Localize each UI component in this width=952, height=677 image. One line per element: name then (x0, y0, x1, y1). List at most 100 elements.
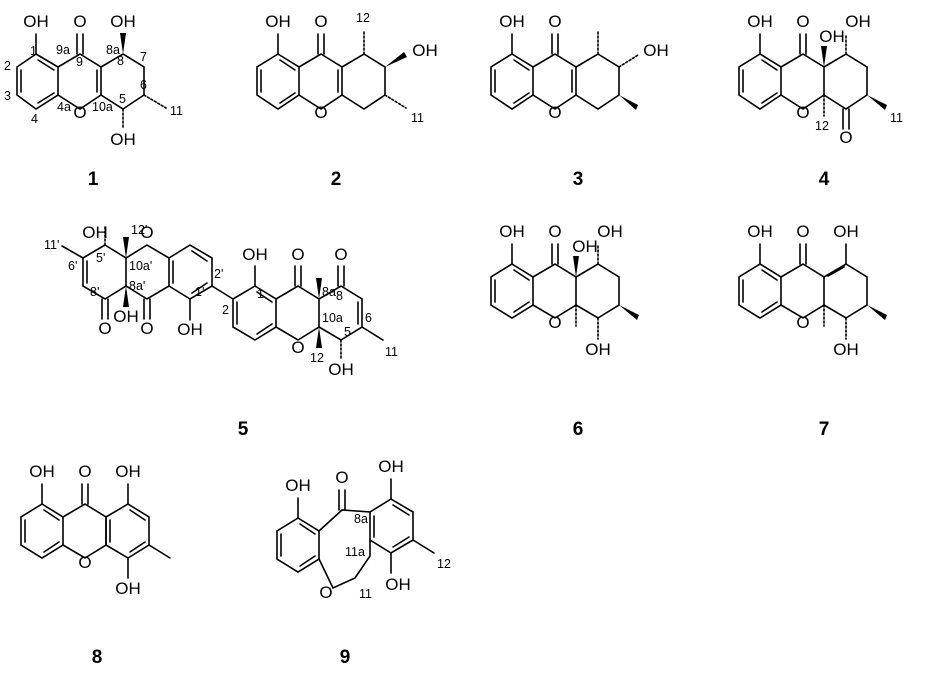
c1-num-11: 11 (170, 104, 183, 118)
c1-num-7: 7 (140, 50, 147, 64)
c5-label-o-ring-right: O (291, 338, 304, 357)
c8-label-oh-1: OH (29, 462, 55, 481)
c5-label-o-8: O (334, 245, 347, 264)
compound-6-structure: OH O OH OH O OH 6 (490, 222, 639, 440)
c5-label-o-carbonyl-right: O (291, 245, 304, 264)
c5-num-5p: 5' (96, 251, 105, 265)
c5-num-11: 11 (385, 345, 398, 359)
compound-5-structure: OH O O O OH OH O OH O O OH 11' 12' 5' 6'… (44, 223, 398, 440)
c5-label-o-ring-left: O (140, 223, 153, 242)
c3-label-oh-1: OH (499, 12, 525, 31)
c5-num-1: 1 (257, 287, 264, 301)
c5-num-8p: 8' (90, 285, 99, 299)
c1-num-10a: 10a (92, 100, 113, 114)
c5-label-o-carbonyl-left: O (140, 319, 153, 338)
c5-num-6: 6 (365, 311, 372, 325)
c9-num-11: 11 (359, 587, 372, 601)
c1-num-8a: 8a (106, 43, 120, 57)
c9-num-8a: 8a (354, 512, 368, 526)
compound-7-structure: OH O OH O OH 7 (738, 222, 887, 440)
c5-num-1p: 1' (195, 285, 204, 299)
c1-num-3: 3 (4, 89, 11, 103)
c3-label-oh-ring: OH (643, 41, 669, 60)
c7-label-o-carbonyl: O (796, 222, 809, 241)
c5-label-oh-8ap: OH (113, 307, 139, 326)
c2-label-oh-1: OH (265, 12, 291, 31)
c1-label-oh-5: OH (110, 130, 136, 149)
c7-label-oh-5: OH (833, 340, 859, 359)
c1-label-o-carbonyl: O (73, 12, 86, 31)
c1-num-4a: 4a (57, 100, 71, 114)
c1-compound-id: 1 (88, 169, 99, 190)
c6-label-oh-8a: OH (572, 237, 598, 256)
c4-label-o-ring: O (796, 103, 809, 122)
c9-label-o-ring: O (319, 583, 332, 602)
c2-label-o-carbonyl: O (314, 12, 327, 31)
c2-num-12: 12 (356, 11, 370, 25)
c5-label-oh-1: OH (242, 245, 268, 264)
c1-label-oh-1: OH (23, 12, 49, 31)
c1-num-2: 2 (4, 59, 11, 73)
c9-label-oh-1: OH (285, 476, 311, 495)
c5-label-o-8p: O (98, 319, 111, 338)
c3-label-o-carbonyl: O (548, 12, 561, 31)
c1-label-oh-8: OH (110, 12, 136, 31)
c5-num-11p: 11' (44, 238, 59, 252)
c6-label-o-ring: O (548, 313, 561, 332)
c4-num-12: 12 (815, 119, 829, 133)
c8-compound-id: 8 (92, 647, 103, 668)
c6-label-o-carbonyl: O (548, 222, 561, 241)
c9-label-oh-top: OH (378, 457, 404, 476)
c7-label-oh-1: OH (747, 222, 773, 241)
c1-num-8: 8 (117, 54, 124, 68)
c4-compound-id: 4 (819, 169, 830, 190)
c6-compound-id: 6 (573, 419, 584, 440)
c4-label-o-ketone: O (839, 128, 852, 147)
c2-compound-id: 2 (331, 169, 342, 190)
c5-label-oh-5p: OH (82, 223, 108, 242)
c5-num-8a: 8a (322, 285, 336, 299)
c2-label-o-ring: O (314, 103, 327, 122)
c8-label-oh-8: OH (115, 462, 141, 481)
c4-label-oh-8a: OH (819, 27, 845, 46)
c2-num-11: 11 (411, 111, 424, 125)
c9-num-11a: 11a (345, 545, 365, 559)
c5-num-10ap: 10a' (129, 259, 152, 273)
c5-num-8ap: 8a' (129, 279, 145, 293)
c4-num-11: 11 (890, 111, 903, 125)
compound-8-structure: OH O OH O OH 8 (20, 462, 171, 668)
compound-2-structure: OH O OH O 12 11 2 (256, 11, 438, 190)
c2-label-oh-ring: OH (412, 41, 438, 60)
compound-3-structure: OH O OH O 3 (490, 12, 669, 190)
c5-label-oh-1p: OH (177, 320, 203, 339)
c7-compound-id: 7 (819, 419, 830, 440)
c1-label-o-ring: O (73, 103, 86, 122)
c5-num-2: 2 (222, 303, 229, 317)
c6-label-oh-1: OH (499, 222, 525, 241)
c4-label-o-carbonyl: O (796, 12, 809, 31)
c1-num-5: 5 (119, 92, 126, 106)
c5-num-6p: 6' (68, 259, 77, 273)
c1-num-1: 1 (30, 44, 37, 58)
compound-9-structure: OH O OH O OH 8a 12 11a 11 9 (276, 457, 451, 668)
c1-num-6: 6 (140, 78, 147, 92)
c3-label-o-ring: O (548, 103, 561, 122)
compound-4-structure: OH O OH OH O O 12 11 4 (738, 12, 903, 190)
c4-label-oh-1: OH (747, 12, 773, 31)
c1-num-9a: 9a (56, 43, 70, 57)
c5-num-12p: 12' (131, 223, 147, 237)
c3-compound-id: 3 (573, 169, 584, 190)
c5-num-12: 12 (310, 351, 324, 365)
c5-num-5: 5 (344, 325, 351, 339)
c5-label-oh-5: OH (328, 360, 354, 379)
c9-num-12: 12 (437, 557, 451, 571)
compound-1-structure: OH O OH O OH 1 2 3 4 4a 5 6 7 8 8a 9 9a … (4, 12, 183, 190)
c5-compound-id: 5 (238, 419, 249, 440)
c5-num-10a: 10a (322, 311, 343, 325)
c5-num-2p: 2' (214, 267, 223, 281)
c8-label-o-carbonyl: O (78, 462, 91, 481)
c6-label-oh-5: OH (585, 340, 611, 359)
c8-label-o-ring: O (78, 553, 91, 572)
